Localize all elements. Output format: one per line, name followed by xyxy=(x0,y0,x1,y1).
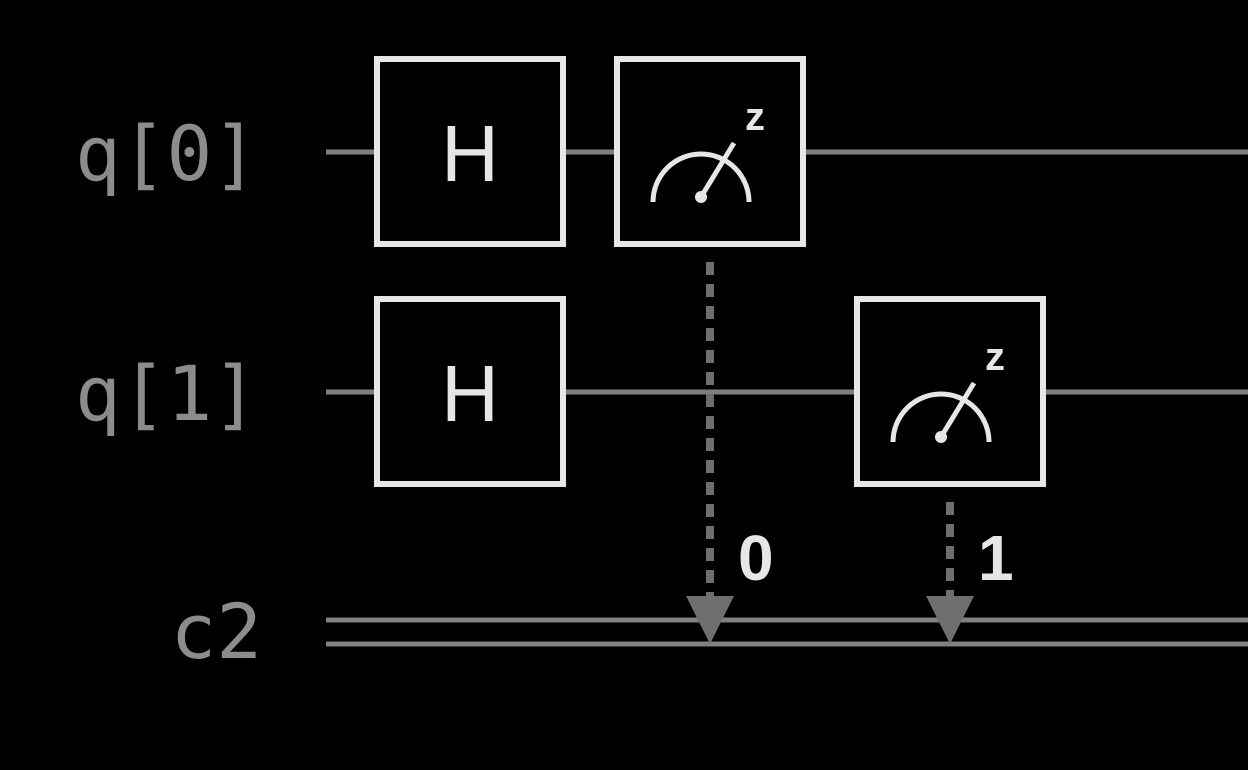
meter-pivot-icon xyxy=(935,431,947,443)
measure-gate-qubit-1: z xyxy=(854,296,1046,487)
measure-basis-label: z xyxy=(745,95,765,139)
measure-basis-label: z xyxy=(985,335,1005,379)
meter-icon xyxy=(890,391,992,443)
classical-register-label: c2 xyxy=(170,587,262,676)
measure-gate-box xyxy=(614,56,806,247)
measure-gate-qubit-0: z xyxy=(614,56,806,247)
qubit-1-label: q[1] xyxy=(75,349,258,438)
h-gate-box xyxy=(374,296,566,487)
h-gate-qubit-0: H xyxy=(374,56,566,247)
h-gate-qubit-1: H xyxy=(374,296,566,487)
classical-bit-index-0: 0 xyxy=(738,522,774,594)
measure-gate-box xyxy=(854,296,1046,487)
meter-pivot-icon xyxy=(695,191,707,203)
meter-icon xyxy=(650,151,752,203)
measurement-arrowhead-1 xyxy=(926,596,974,644)
h-gate-label: H xyxy=(441,109,499,198)
meter-needle-icon xyxy=(698,141,737,199)
h-gate-label: H xyxy=(441,349,499,438)
qubit-0-label: q[0] xyxy=(75,109,258,198)
measurement-arrowhead-0 xyxy=(686,596,734,644)
classical-bit-index-1: 1 xyxy=(978,522,1014,594)
meter-needle-icon xyxy=(938,381,977,439)
h-gate-box xyxy=(374,56,566,247)
